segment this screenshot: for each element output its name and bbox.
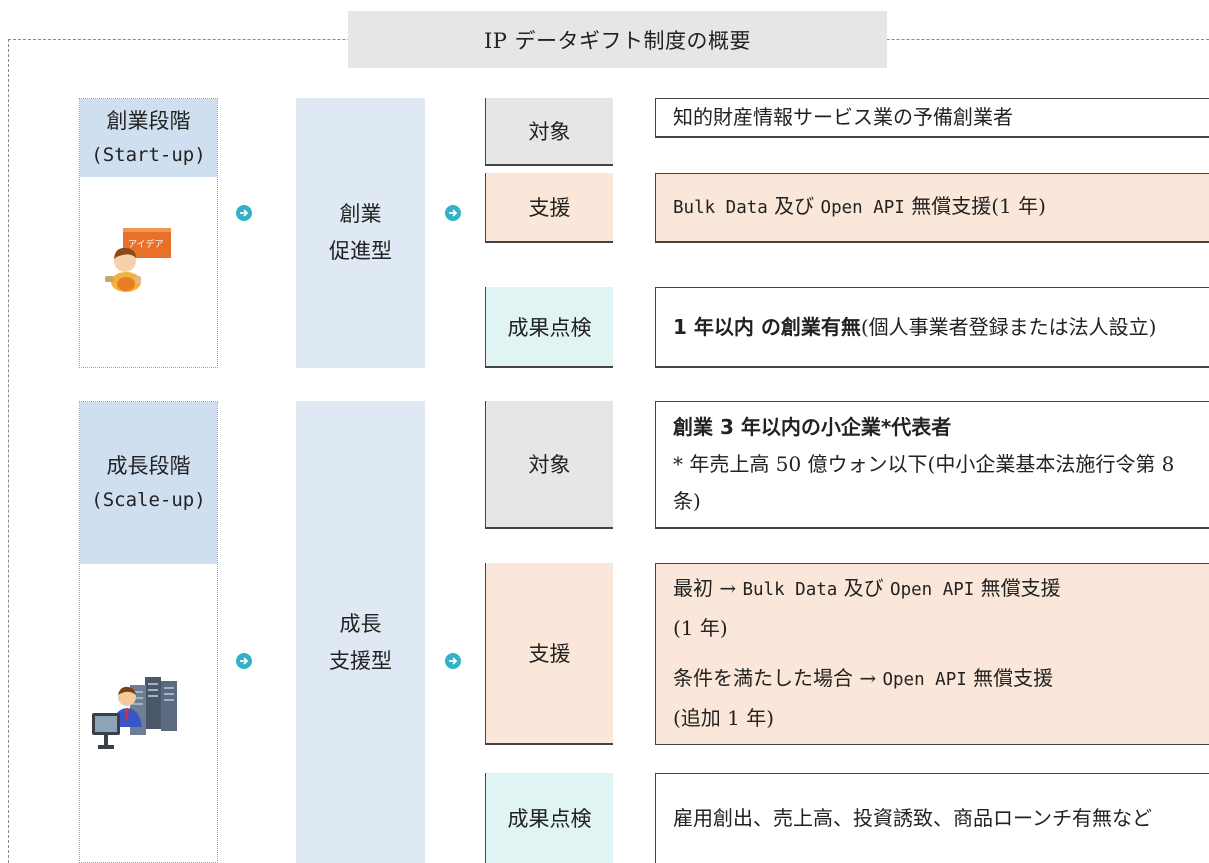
type-line2: 支援型 — [329, 649, 392, 673]
diagram-title: IP データギフト制度の概要 — [348, 11, 887, 68]
stage-name-en: (Start-up) — [91, 144, 206, 166]
row-label-target: 対象 — [485, 98, 613, 166]
person-with-computer-and-servers-icon — [92, 677, 177, 749]
type-line1: 成長 — [339, 612, 382, 636]
arrow-right-icon — [445, 205, 461, 221]
stage-panel-scaleup: 成長段階 (Scale-up) — [79, 401, 218, 863]
row-label-target: 対象 — [485, 401, 613, 529]
row-label-support: 支援 — [485, 563, 613, 745]
stage-header-startup: 創業段階 (Start-up) — [80, 99, 217, 177]
type-column-scaleup: 成長 支援型 — [296, 401, 425, 863]
person-with-idea-sign-icon: アイデア — [105, 228, 171, 292]
stage-panel-startup: 創業段階 (Start-up) アイデア — [79, 98, 218, 368]
stage-header-scaleup: 成長段階 (Scale-up) — [80, 402, 217, 564]
support-extension: 条件を満たした場合 → Open API 無償支援 (追加 1 年) — [655, 651, 1209, 744]
stage-name: 成長段階 — [106, 454, 191, 478]
type-line1: 創業 — [339, 202, 382, 226]
row-label-review: 成果点検 — [485, 287, 613, 368]
type-column-startup: 創業 促進型 — [296, 98, 425, 368]
type-line2: 促進型 — [329, 239, 392, 263]
arrow-right-icon — [236, 653, 252, 669]
stage-name: 創業段階 — [106, 109, 191, 133]
row-label-support: 支援 — [485, 173, 613, 243]
arrow-right-icon — [236, 205, 252, 221]
stage-name-en: (Scale-up) — [91, 489, 206, 511]
row-content-target: 創業 3 年以内の小企業*代表者 * 年売上高 50 億ウォン以下(中小企業基本… — [655, 401, 1209, 529]
support-initial: 最初 → Bulk Data 及び Open API 無償支援 (1 年) — [655, 564, 1209, 652]
idea-sign-text: アイデア — [128, 238, 164, 250]
row-content-target: 知的財産情報サービス業の予備創業者 — [655, 98, 1209, 138]
outer-frame-left — [8, 39, 9, 863]
row-content-review: 1 年以内 の創業有無(個人事業者登録または法人設立) — [655, 287, 1209, 368]
arrow-right-icon — [445, 653, 461, 669]
row-content-support: 最初 → Bulk Data 及び Open API 無償支援 (1 年) 条件… — [655, 563, 1209, 745]
row-label-review: 成果点検 — [485, 773, 613, 863]
row-content-support: Bulk Data 及び Open API 無償支援(1 年) — [655, 173, 1209, 243]
row-content-review: 雇用創出、売上高、投資誘致、商品ローンチ有無など — [655, 773, 1209, 863]
